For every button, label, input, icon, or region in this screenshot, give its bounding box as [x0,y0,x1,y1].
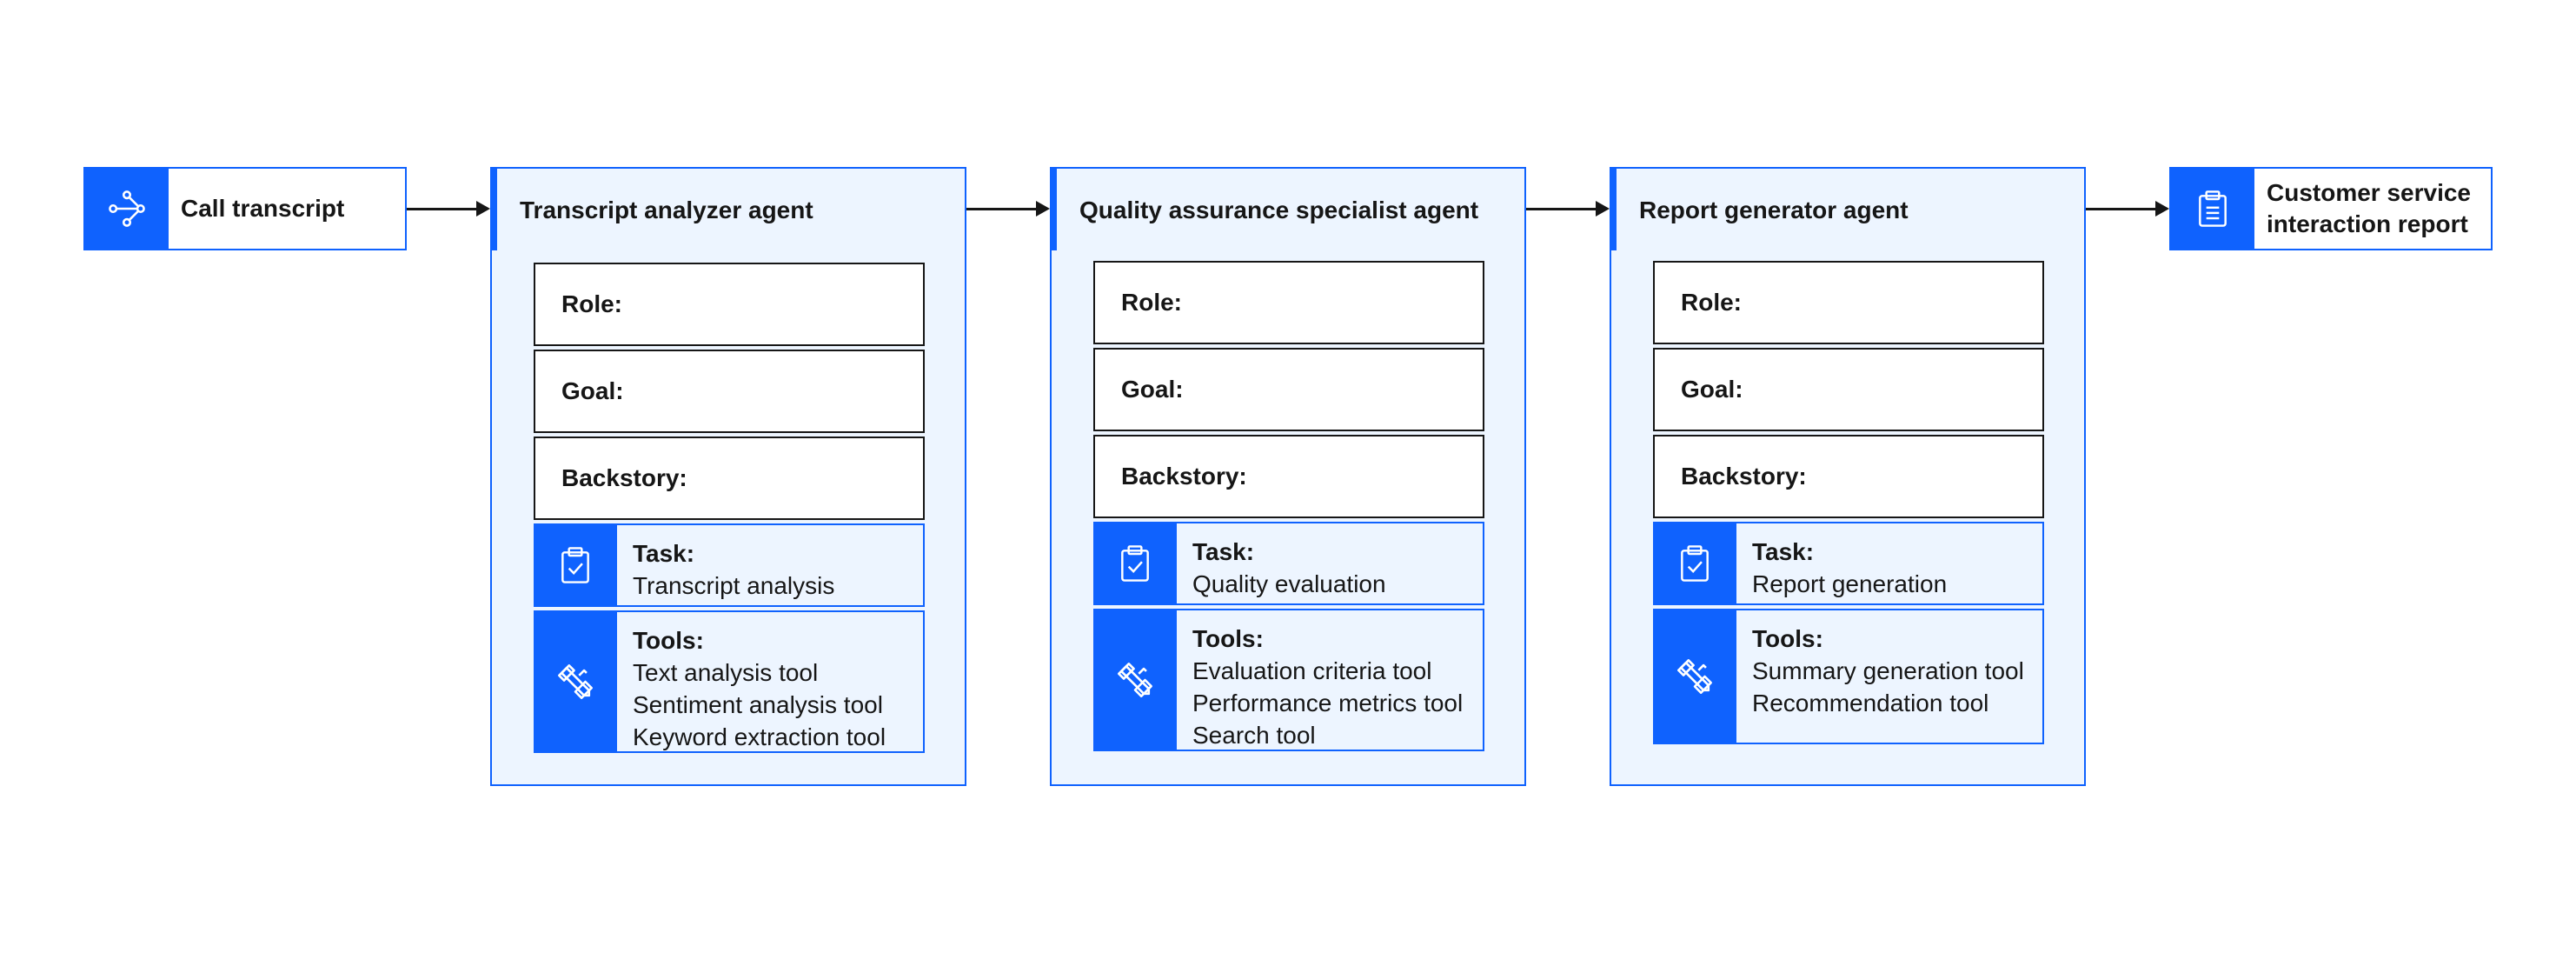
arrow-head [1596,201,1610,217]
task-name: Transcript analysis [633,572,835,599]
tools-panel: Tools: Evaluation criteria tool Performa… [1093,609,1484,751]
input-label: Call transcript [181,195,345,222]
task-panel: Task: Report generation [1653,522,2044,605]
agent-accent-bar [1050,167,1057,250]
agent-transcript-analyzer: Transcript analyzer agent Role: Goal: Ba… [490,167,966,786]
clipboard-check-icon [1093,522,1177,605]
clipboard-check-icon [534,523,617,607]
task-name: Quality evaluation [1192,570,1386,597]
task-heading: Task: [633,540,695,567]
tools-heading: Tools: [633,627,704,654]
task-panel: Task: Quality evaluation [1093,522,1484,605]
task-name: Report generation [1752,570,1948,597]
output-label-line: Customer service [2267,179,2472,206]
connector-line [966,208,1038,210]
role-field: Role: [1093,261,1484,344]
backstory-field: Backstory: [1093,435,1484,518]
backstory-field: Backstory: [1653,435,2044,518]
role-field: Role: [534,263,925,346]
agent-title: Report generator agent [1639,197,1909,223]
backstory-field: Backstory: [534,437,925,520]
task-heading: Task: [1752,538,1815,565]
tool-item: Text analysis tool [633,659,819,686]
agent-accent-bar [1610,167,1617,250]
output-label-line: interaction report [2267,210,2468,237]
tool-item: Performance metrics tool [1192,690,1464,716]
arrow-head [2155,201,2169,217]
tools-icon [1653,609,1736,744]
role-field: Role: [1653,261,2044,344]
connector-line [2086,208,2157,210]
tools-panel: Tools: Text analysis tool Sentiment anal… [534,610,925,753]
tools-panel: Tools: Summary generation tool Recommend… [1653,609,2044,744]
tools-heading: Tools: [1752,625,1823,652]
tool-item: Keyword extraction tool [633,723,886,750]
goal-field: Goal: [1093,348,1484,431]
task-heading: Task: [1192,538,1255,565]
arrow-head [1036,201,1050,217]
task-panel: Task: Transcript analysis [534,523,925,607]
tool-item: Evaluation criteria tool [1192,657,1432,684]
connector-line [1526,208,1597,210]
tool-item: Summary generation tool [1752,657,2024,684]
clipboard-check-icon [1653,522,1736,605]
output-customer-service-report: Customer service interaction report [2169,167,2493,250]
tools-heading: Tools: [1192,625,1264,652]
arrow-head [476,201,490,217]
agent-title: Quality assurance specialist agent [1079,197,1479,223]
agent-quality-assurance-specialist: Quality assurance specialist agent Role:… [1050,167,1526,786]
tools-icon [1093,609,1177,751]
tool-item: Search tool [1192,722,1316,749]
goal-field: Goal: [534,350,925,433]
clipboard-icon [2171,169,2254,249]
agent-title: Transcript analyzer agent [520,197,813,223]
agent-accent-bar [490,167,497,250]
goal-field: Goal: [1653,348,2044,431]
tool-item: Sentiment analysis tool [633,691,883,718]
data-flow-icon [85,169,169,249]
tools-icon [534,610,617,753]
tool-item: Recommendation tool [1752,690,1989,716]
agent-report-generator: Report generator agent Role: Goal: Backs… [1610,167,2086,786]
connector-line [407,208,478,210]
input-call-transcript: Call transcript [83,167,407,250]
